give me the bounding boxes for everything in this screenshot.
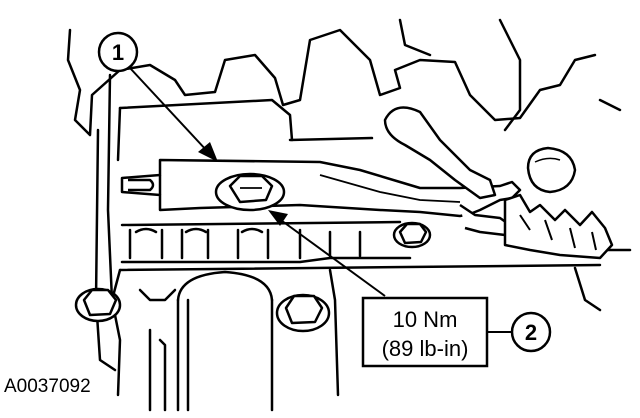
manual-shift-arm <box>383 106 497 200</box>
bolt-lower-left <box>74 287 122 323</box>
callout-2: 2 <box>487 311 552 353</box>
callout-1: 1 <box>97 31 218 162</box>
callout-1-number: 1 <box>112 40 124 65</box>
callout-2-number: 2 <box>525 320 537 345</box>
transmission-housing <box>66 18 632 412</box>
bolt-lower-middle <box>275 293 331 333</box>
torque-leader <box>277 217 386 297</box>
callout-1-arrowhead <box>198 142 218 162</box>
torque-arrowhead <box>268 210 288 226</box>
callout-1-circle <box>97 31 139 73</box>
bolt-right <box>392 221 432 249</box>
torque-spec-metric: 10 Nm <box>393 307 458 332</box>
figure-id: A0037092 <box>4 376 91 397</box>
torque-callout: 10 Nm (89 lb-in) <box>268 210 489 368</box>
detent-lever-teeth <box>503 193 614 260</box>
callout-1-leader <box>129 67 209 153</box>
detent-roller <box>526 146 577 194</box>
torque-spec-imperial: (89 lb-in) <box>382 336 469 361</box>
bolt-detent-spring <box>214 172 286 212</box>
torque-spec-box <box>361 296 489 368</box>
callout-2-circle <box>510 311 552 353</box>
